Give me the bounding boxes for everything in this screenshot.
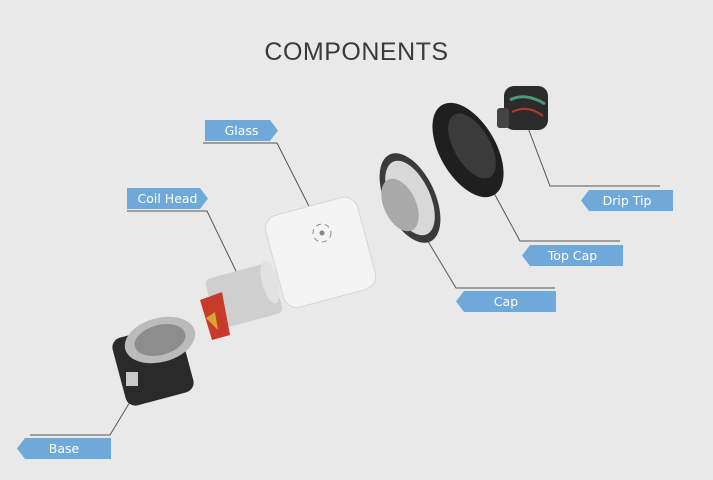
drip-tip-part	[497, 86, 548, 130]
drip-tip-leader	[521, 111, 660, 187]
coil-head-label: Coil Head	[127, 188, 208, 209]
base-part	[112, 316, 196, 406]
cap-label: Cap	[456, 291, 556, 312]
drip-tip-label: Drip Tip	[581, 190, 673, 211]
top-cap-label: Top Cap	[522, 245, 623, 266]
cap-part	[379, 153, 441, 243]
top-cap-part	[432, 102, 504, 198]
cap-leader	[419, 227, 555, 289]
diagram-title: COMPONENTS	[264, 38, 449, 66]
glass-label: Glass	[205, 120, 278, 141]
glass-leader	[203, 142, 321, 229]
glass-part	[265, 196, 377, 308]
coil-head-part	[200, 260, 283, 340]
base-label: Base	[17, 438, 111, 459]
coil-head-leader	[127, 210, 249, 297]
top-cap-leader	[487, 181, 620, 242]
